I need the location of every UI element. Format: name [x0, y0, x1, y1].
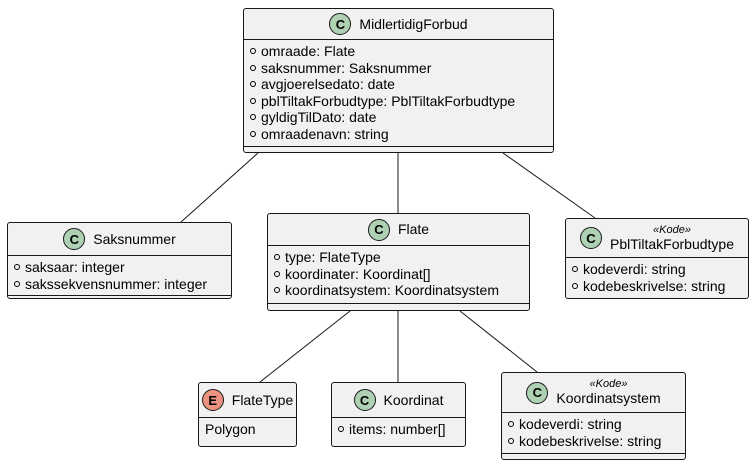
public-visibility-icon [250, 48, 256, 55]
divider [566, 257, 748, 258]
attribute-list: omraade: Flate saksnummer: Saksnummer av… [244, 40, 553, 144]
divider [199, 417, 296, 418]
class-c-icon: C [526, 381, 549, 404]
class-saksnummer[interactable]: C Saksnummer saksaar: integer sakssekven… [7, 222, 232, 299]
attribute: pblTiltakForbudtype: PblTiltakForbudtype [250, 93, 547, 110]
class-name: PblTiltakForbudtype [610, 235, 734, 252]
attribute: sakssekvensnummer: integer [14, 276, 225, 293]
public-visibility-icon [274, 287, 280, 294]
class-c-icon: C [580, 227, 602, 249]
divider [332, 417, 465, 418]
class-name: Saksnummer [93, 230, 176, 247]
attribute-list: type: FlateType koordinater: Koordinat[]… [268, 246, 529, 301]
public-visibility-icon [274, 254, 280, 261]
divider [8, 255, 231, 256]
public-visibility-icon [14, 280, 20, 287]
enum-value: Polygon [205, 421, 256, 438]
class-name: Flate [397, 221, 430, 237]
divider [502, 412, 685, 413]
divider [268, 245, 529, 246]
attribute: saksaar: integer [14, 259, 225, 276]
attribute: koordinatsystem: Koordinatsystem [274, 282, 523, 299]
class-koordinatsystem[interactable]: C «Kode» Koordinatsystem kodeverdi: stri… [501, 372, 686, 460]
edge-flate-flatetype [259, 310, 351, 383]
class-c-icon: C [329, 13, 352, 35]
edge-midlertidigforbud-pbltiltakforbudtype [502, 152, 596, 219]
attribute: kodeverdi: string [508, 416, 679, 433]
class-header: C Flate [268, 214, 529, 245]
public-visibility-icon [250, 130, 256, 137]
class-header: C «Kode» PblTiltakForbudtype [566, 219, 748, 257]
stereotype-label: «Kode» [653, 223, 691, 236]
attribute: koordinater: Koordinat[] [274, 266, 523, 283]
class-header: E FlateType [199, 383, 296, 417]
public-visibility-icon [572, 266, 578, 273]
class-header: C MidlertidigForbud [244, 9, 553, 39]
class-name: Koordinatsystem [556, 390, 661, 406]
attribute: items: number[] [338, 421, 459, 438]
attribute: type: FlateType [274, 249, 523, 266]
attribute: kodebeskrivelse: string [572, 278, 742, 295]
class-name: FlateType [231, 391, 294, 408]
class-c-icon: C [367, 218, 390, 241]
edge-midlertidigforbud-saksnummer [180, 152, 259, 223]
class-name: Koordinat [383, 391, 444, 408]
attribute: avgjoerelsedato: date [250, 76, 547, 93]
public-visibility-icon [338, 426, 344, 433]
class-flate[interactable]: C Flate type: FlateType koordinater: Koo… [267, 213, 530, 311]
attribute: omraade: Flate [250, 43, 547, 60]
enum-e-icon: E [201, 389, 224, 411]
public-visibility-icon [250, 64, 256, 71]
public-visibility-icon [250, 81, 256, 88]
class-header: C Saksnummer [8, 223, 231, 255]
divider [244, 146, 553, 147]
public-visibility-icon [14, 264, 20, 271]
attribute-list: saksaar: integer sakssekvensnummer: inte… [8, 256, 231, 294]
attribute: kodebeskrivelse: string [508, 433, 679, 450]
class-pbltiltakforbudtype[interactable]: C «Kode» PblTiltakForbudtype kodeverdi: … [565, 218, 749, 299]
attribute: gyldigTilDato: date [250, 109, 547, 126]
public-visibility-icon [508, 421, 514, 428]
divider [244, 39, 553, 40]
attribute: kodeverdi: string [572, 261, 742, 278]
attribute-list: kodeverdi: string kodebeskrivelse: strin… [502, 413, 685, 451]
class-midlertidigforbud[interactable]: C MidlertidigForbud omraade: Flate saksn… [243, 8, 554, 153]
attribute: omraadenavn: string [250, 126, 547, 143]
public-visibility-icon [250, 114, 256, 121]
public-visibility-icon [572, 282, 578, 289]
public-visibility-icon [508, 437, 514, 444]
class-header: C «Kode» Koordinatsystem [502, 373, 685, 412]
divider [502, 453, 685, 454]
class-name: MidlertidigForbud [359, 15, 468, 32]
enum-flatetype[interactable]: E FlateType Polygon [198, 382, 297, 447]
divider [268, 302, 529, 304]
attribute-list: items: number[] [332, 418, 465, 440]
enum-value-list: Polygon [199, 418, 296, 440]
class-header: C Koordinat [332, 383, 465, 417]
attribute-list: kodeverdi: string kodebeskrivelse: strin… [566, 258, 748, 296]
public-visibility-icon [250, 97, 256, 104]
divider [8, 295, 231, 296]
stereotype-label: «Kode» [589, 378, 628, 390]
class-c-icon: C [353, 389, 376, 411]
class-koordinat[interactable]: C Koordinat items: number[] [331, 382, 466, 447]
class-c-icon: C [63, 228, 86, 250]
public-visibility-icon [274, 270, 280, 277]
edge-flate-koordinatsystem [459, 310, 538, 373]
attribute: saksnummer: Saksnummer [250, 60, 547, 77]
